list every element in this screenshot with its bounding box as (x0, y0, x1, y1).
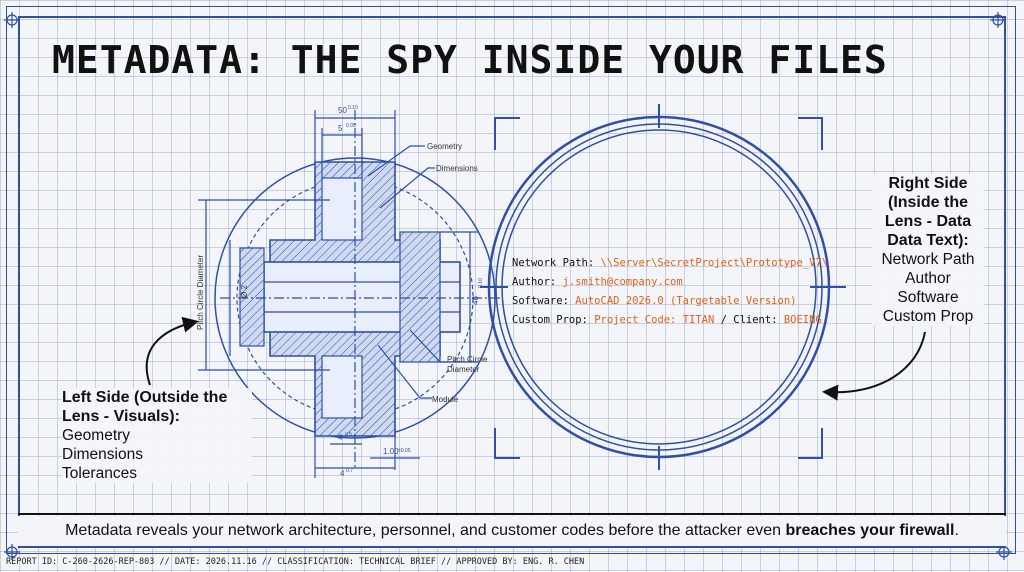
leader-module (377, 344, 432, 399)
leader-label-pitch: Pitch Circle (447, 355, 488, 364)
dim-top1-tol: 0.10 (348, 105, 358, 111)
dim-bottom3-tol: 0.7 (346, 468, 353, 474)
pitch-vertical-label: Pitch Circle Diameter (196, 255, 205, 330)
crosshair-icon (990, 12, 1006, 28)
leader-label-diameter: Diameter (447, 365, 480, 374)
crosshair-icon (996, 544, 1012, 560)
left-item: Dimensions (62, 446, 143, 463)
leader-label-geometry: Geometry (427, 142, 462, 151)
right-item: Network Path (881, 251, 975, 268)
banner-divider (18, 513, 1006, 515)
right-item: Custom Prop (882, 308, 974, 325)
lens-row-author: Author: j.smith@company.com (512, 276, 683, 288)
left-item: Tolerances (62, 465, 137, 482)
dim-right: 48 (471, 296, 480, 305)
left-side-label: Left Side (Outside the Lens - Visuals): … (62, 388, 252, 483)
outer-frame (6, 6, 1016, 554)
banner-end: . (954, 522, 959, 539)
left-heading-line2: Lens - Visuals): (62, 408, 180, 425)
shaft-collar-left (239, 247, 265, 347)
bottom-banner: Metadata reveals your network architectu… (18, 516, 1006, 546)
report-footer: REPORT ID: C-260-2626-REP-803 // DATE: 2… (6, 557, 585, 567)
dim-top2-tol: 0.05 (346, 123, 356, 129)
lens-metadata-text: Network Path: \\Server\SecretProject\Pro… (512, 254, 828, 330)
right-side-label: Right Side (Inside the Lens - Data Data … (872, 174, 984, 326)
corner-bracket-br (798, 428, 823, 459)
page-title: METADATA: THE SPY INSIDE YOUR FILES (52, 38, 888, 82)
dim-top2: 5 (338, 124, 343, 133)
corner-bracket-bl (494, 428, 520, 459)
banner-text: Metadata reveals your network architectu… (65, 522, 786, 539)
crosshair-icon (4, 544, 20, 560)
leader-geometry (367, 145, 425, 177)
right-heading-line4: Data Text): (887, 232, 969, 249)
dim-bottom3: 4 (340, 469, 345, 478)
right-heading-line1: Right Side (888, 175, 968, 192)
lens-row-network-path: Network Path: \\Server\SecretProject\Pro… (512, 257, 829, 269)
right-item: Author (905, 270, 951, 287)
dim-bottom2: 1.00 (383, 447, 399, 456)
lens-row-custom-prop: Custom Prop: Project Code: TITAN / Clien… (512, 314, 822, 326)
dim-bottom2-tol: ±0.05 (398, 448, 411, 454)
crosshair-icon (4, 12, 20, 28)
phi2-label: Ø 2 (240, 285, 249, 298)
left-item: Geometry (62, 427, 131, 444)
inner-frame (18, 16, 1006, 548)
dim-bottom1-tol: 0.5 (345, 432, 352, 438)
left-heading-line1: Left Side (Outside the (62, 389, 228, 406)
dim-top1: 50 (338, 106, 347, 115)
leader-dimensions (379, 167, 435, 209)
dim-bottom1: 4 (338, 433, 343, 442)
leader-label-module: Module (432, 395, 459, 404)
lens-row-software: Software: AutoCAD 2026.0 (Targetable Ver… (512, 295, 797, 307)
corner-bracket-tr (798, 117, 823, 150)
right-heading-line2: (Inside the (887, 194, 968, 211)
banner-bold: breaches your firewall (785, 522, 955, 539)
corner-bracket-tl (494, 117, 520, 150)
right-item: Software (897, 289, 959, 306)
dim-right-tol: 0.10 (478, 278, 484, 288)
left-arrow (145, 316, 199, 386)
leader-pitch (409, 329, 448, 363)
right-arrow (822, 331, 926, 401)
leader-label-dimensions: Dimensions (436, 164, 478, 173)
right-heading-line3: Lens - Data (884, 213, 972, 230)
